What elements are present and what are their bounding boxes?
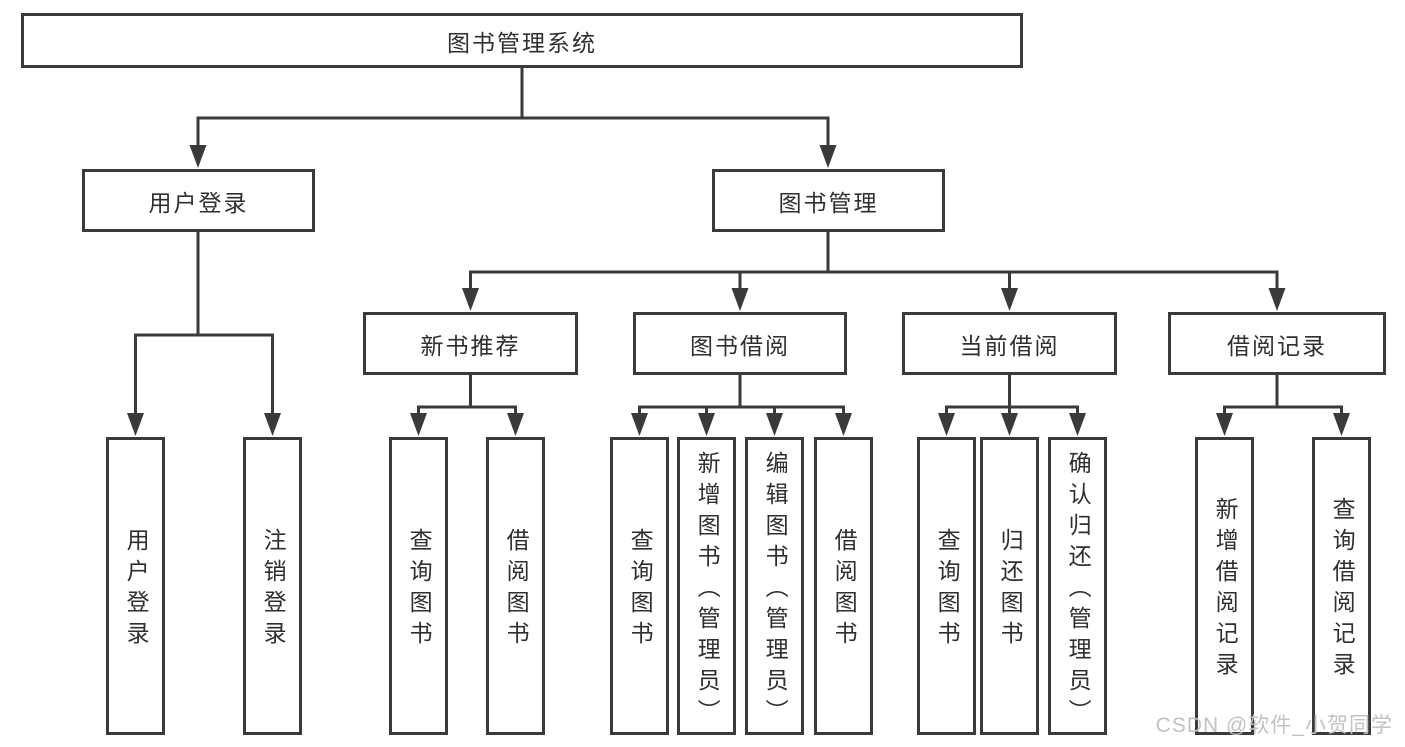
node-user-login: 用户登录 [82, 169, 315, 232]
node-new-books: 新书推荐 [363, 312, 578, 375]
leaf-newbooks-query: 查询图书 [389, 437, 448, 735]
leaf-newbooks-borrow: 借阅图书 [486, 437, 545, 735]
leaf-current-confirm: 确认归还（管理员） [1048, 437, 1107, 735]
leaf-records-query: 查询借阅记录 [1312, 437, 1371, 735]
leaf-bookborrow-query: 查询图书 [610, 437, 669, 735]
node-book-borrow: 图书借阅 [633, 312, 847, 375]
leaf-bookborrow-borrow: 借阅图书 [814, 437, 873, 735]
node-book-mgmt: 图书管理 [712, 169, 945, 232]
leaf-logout: 注销登录 [243, 437, 302, 735]
arrowheads [127, 145, 1350, 436]
node-root: 图书管理系统 [21, 13, 1023, 68]
leaf-bookborrow-add: 新增图书（管理员） [677, 437, 736, 735]
leaf-current-query: 查询图书 [917, 437, 976, 735]
watermark: CSDN @软件_小贺同学 [1155, 714, 1393, 737]
leaf-records-add: 新增借阅记录 [1195, 437, 1254, 735]
leaf-current-return: 归还图书 [980, 437, 1039, 735]
node-current-borrow: 当前借阅 [902, 312, 1117, 375]
leaf-bookborrow-edit: 编辑图书（管理员） [745, 437, 804, 735]
leaf-user-login: 用户登录 [106, 437, 165, 735]
node-borrow-records: 借阅记录 [1168, 312, 1386, 375]
